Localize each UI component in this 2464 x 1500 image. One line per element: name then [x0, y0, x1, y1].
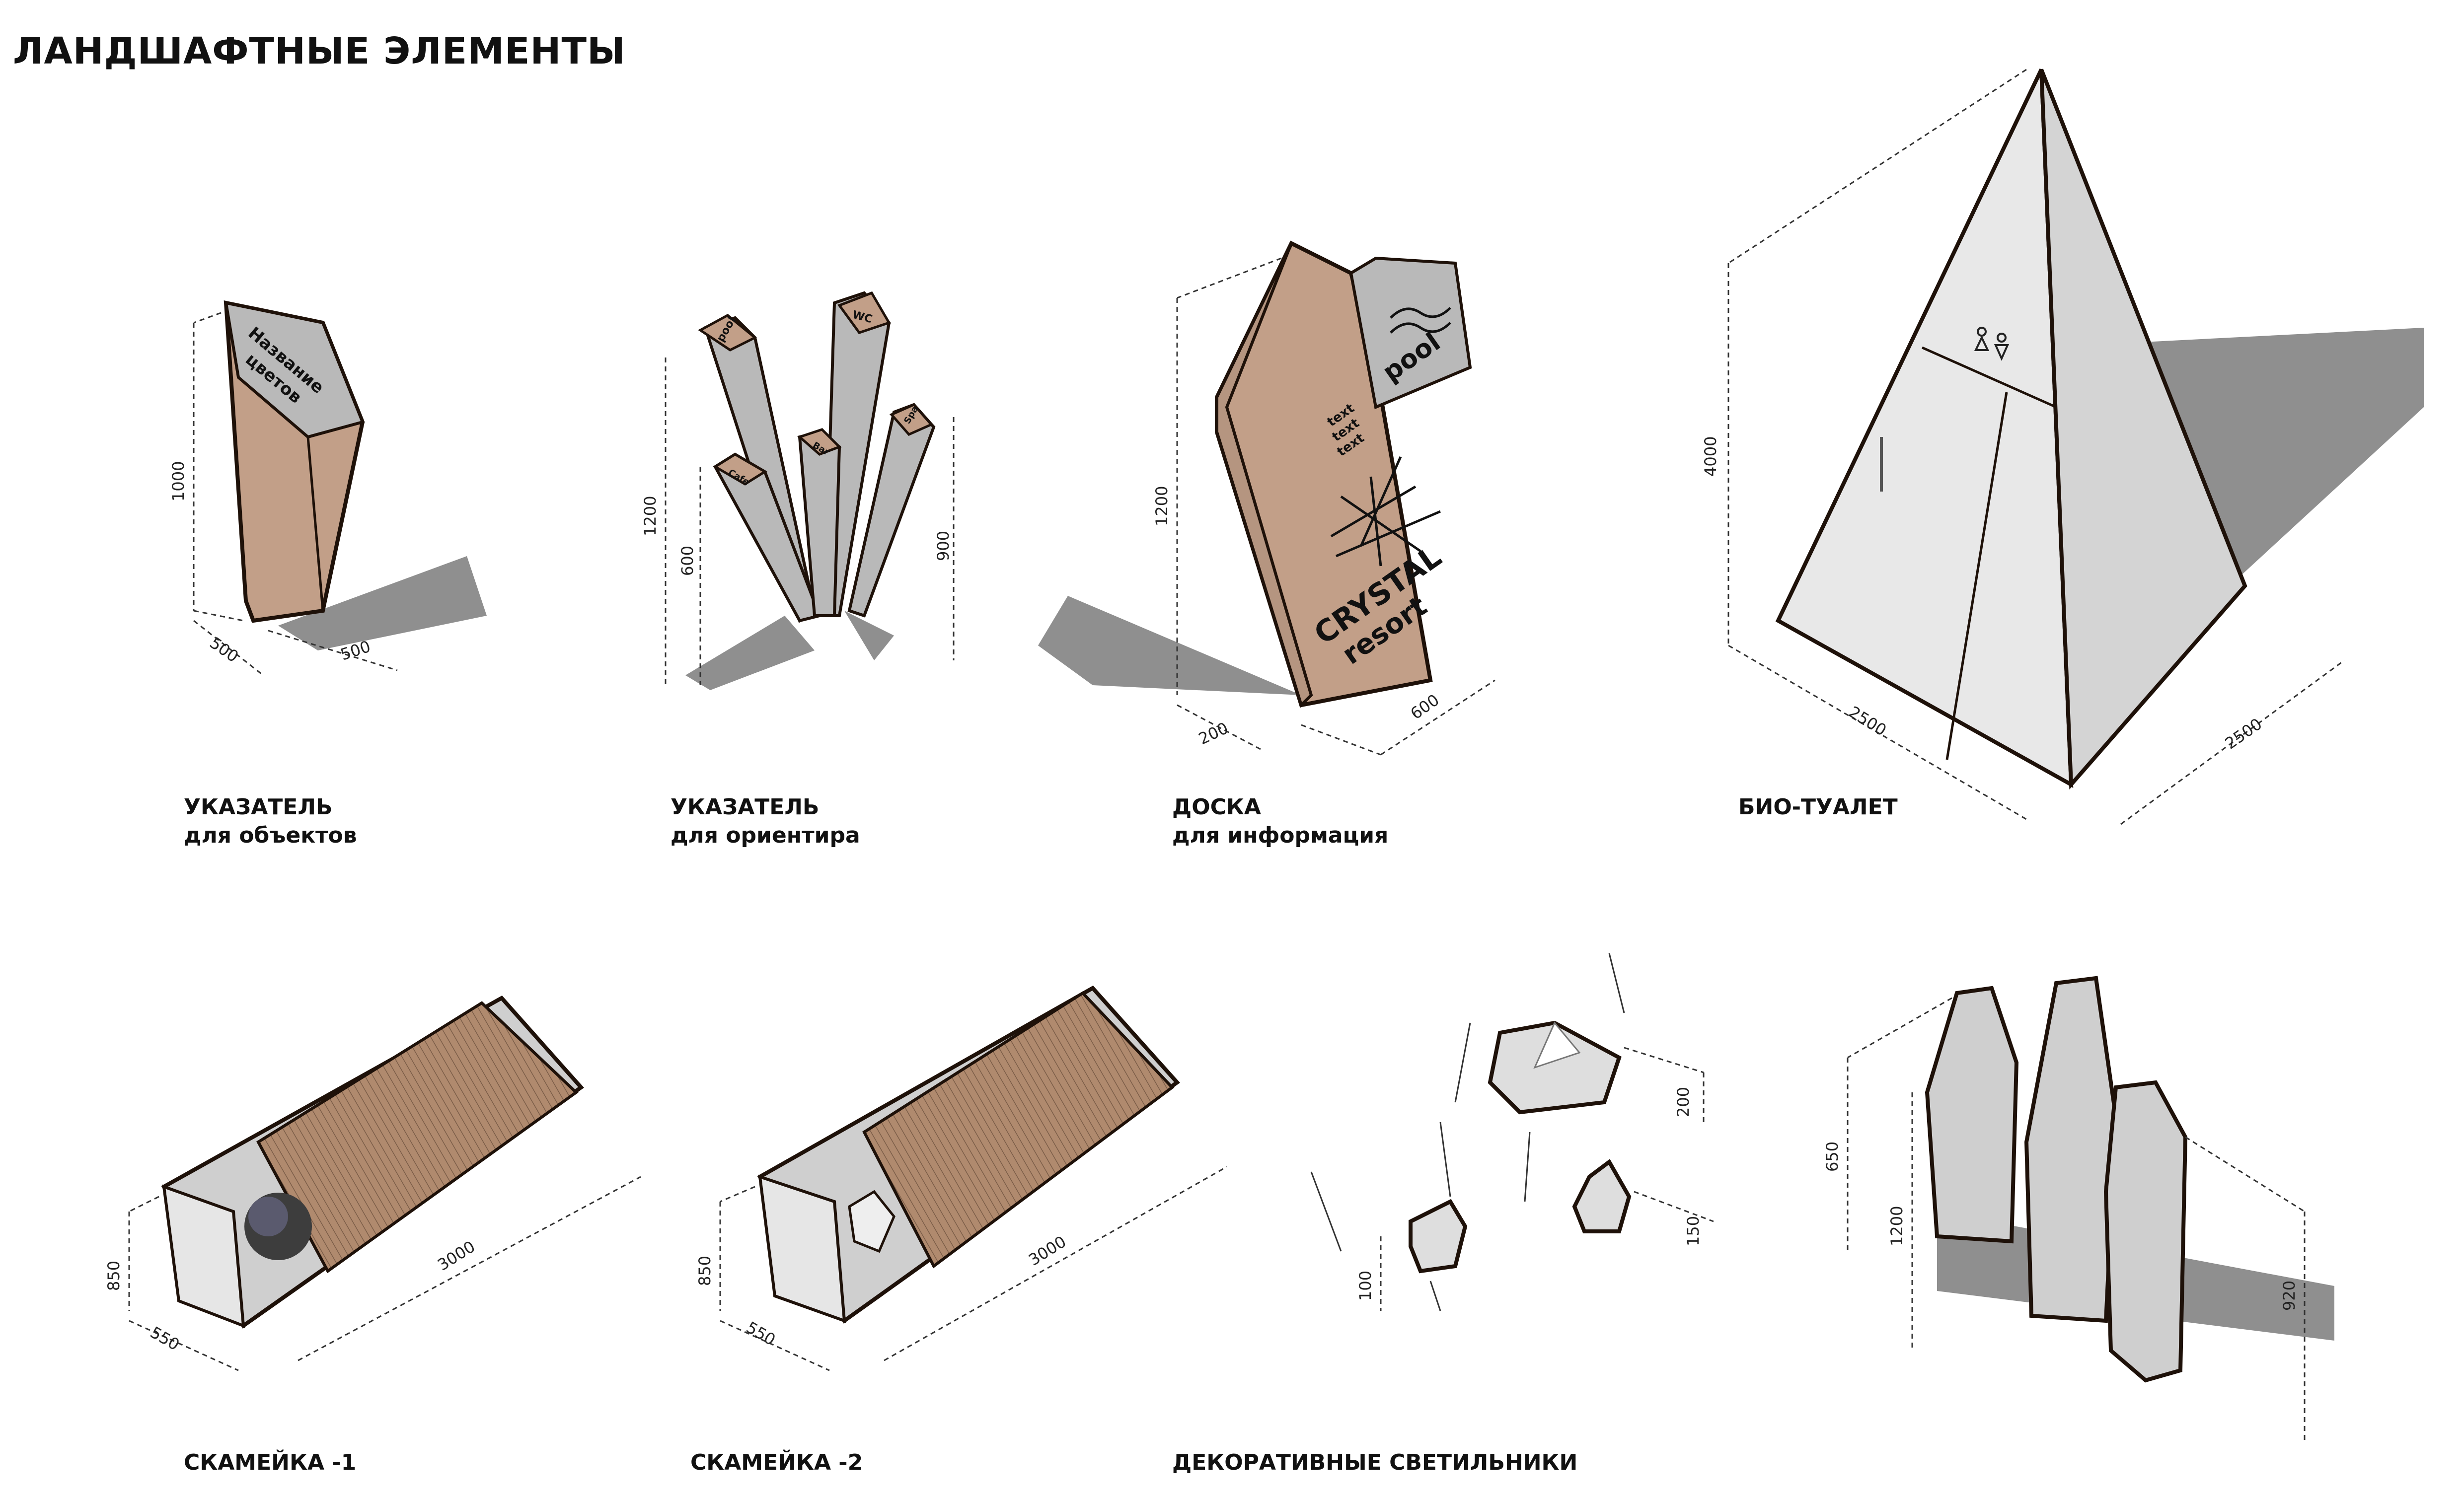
caption-bio-toilet: БИО-ТУАЛЕТ	[1738, 794, 1898, 820]
stone-light-small	[1409, 1199, 1468, 1274]
object-decorative-lights: 200 150 100	[1310, 953, 1714, 1311]
dim-large: 200	[1674, 1087, 1693, 1117]
dim-length: 3000	[434, 1237, 478, 1274]
caption-title: УКАЗАТЕЛЬ	[671, 794, 820, 820]
pyramid-right-face	[2039, 69, 2247, 790]
object-sign-pillar: Название цветов 1000 500 500	[169, 300, 487, 676]
dim-depth: 500	[206, 633, 242, 666]
stone-light-medium	[1572, 1159, 1632, 1233]
door-handle	[1880, 437, 1883, 492]
glass-panel	[224, 301, 365, 439]
dim-length: 3000	[1025, 1232, 1069, 1269]
shadow	[685, 616, 815, 690]
dim-height: 850	[104, 1261, 123, 1291]
page-title: ЛАНДШАФТНЫЕ ЭЛЕМЕНТЫ	[13, 30, 626, 72]
glass-panel	[1349, 256, 1472, 410]
crystal-lamp-left	[1925, 986, 2019, 1244]
dim-width: 2500	[2222, 714, 2266, 753]
map-icon	[1330, 456, 1441, 567]
crystal-lamp-center	[2024, 976, 2118, 1323]
caption-bench-2: СКАМЕЙКА -2	[690, 1450, 863, 1475]
shadow	[1038, 596, 1301, 695]
dim-small: 100	[1356, 1271, 1375, 1301]
caption-title: СКАМЕЙКА -2	[690, 1450, 863, 1475]
dim-medium: 150	[1684, 1216, 1703, 1246]
dim-depth: 2500	[1846, 703, 1890, 740]
caption-subtitle: для информация	[1172, 823, 1389, 848]
caption-title: ДОСКА	[1172, 794, 1261, 820]
caption-subtitle: для объектов	[184, 823, 357, 848]
dim-height-total: 1200	[641, 496, 660, 536]
dim-height-short: 600	[678, 546, 697, 576]
dim-height-left: 650	[1823, 1142, 1842, 1172]
wooden-seat	[862, 991, 1175, 1269]
caption-title: БИО-ТУАЛЕТ	[1738, 794, 1898, 820]
dim-height: 1200	[1152, 486, 1171, 526]
door-line	[1945, 392, 2008, 760]
dim-height: 1000	[169, 461, 188, 501]
caption-bench-1: СКАМЕЙКА -1	[184, 1450, 356, 1475]
pyramid-left-face	[1775, 69, 2074, 788]
dim-height: 850	[695, 1256, 714, 1286]
object-direction-posts: pool WC Cafe Bar Spa 1200 600 900	[641, 291, 955, 690]
dim-height-side: 900	[934, 531, 953, 561]
caption-sign-objects: УКАЗАТЕЛЬ для объектов	[184, 794, 357, 848]
caption-title: УКАЗАТЕЛЬ	[184, 794, 333, 820]
caption-subtitle: для ориентира	[671, 823, 860, 848]
caption-title: ДЕКОРАТИВНЫЕ СВЕТИЛЬНИКИ	[1172, 1450, 1578, 1475]
shadow	[278, 556, 487, 650]
restroom-icon	[1974, 327, 2010, 361]
dim-height-right: 920	[2280, 1281, 2299, 1311]
caption-info-board: ДОСКА для информация	[1172, 794, 1388, 848]
caption-title: СКАМЕЙКА -1	[184, 1450, 357, 1475]
object-bio-toilet: 4000 2500 2500	[1701, 69, 2424, 825]
stone-lamp-icon	[848, 1190, 896, 1253]
dim-depth: 550	[147, 1323, 183, 1354]
object-crystal-lamps: 650 1200 920	[1823, 976, 2334, 1440]
object-bench-2: 850 550 3000	[695, 985, 1227, 1371]
shadow	[844, 611, 894, 660]
dim-height-center: 1200	[1887, 1206, 1906, 1246]
object-info-board: pool text text text CRYSTAL resort 1200 …	[1038, 240, 1495, 756]
dim-depth: 200	[1195, 718, 1231, 748]
caption-sign-orientation: УКАЗАТЕЛЬ для ориентира	[671, 794, 860, 848]
caption-decorative-lights: ДЕКОРАТИВНЫЕ СВЕТИЛЬНИКИ	[1172, 1450, 1577, 1475]
crystal-lamp-right	[2103, 1080, 2188, 1383]
object-bench-1: 850 550 3000	[104, 995, 641, 1371]
dim-height: 4000	[1701, 436, 1720, 477]
